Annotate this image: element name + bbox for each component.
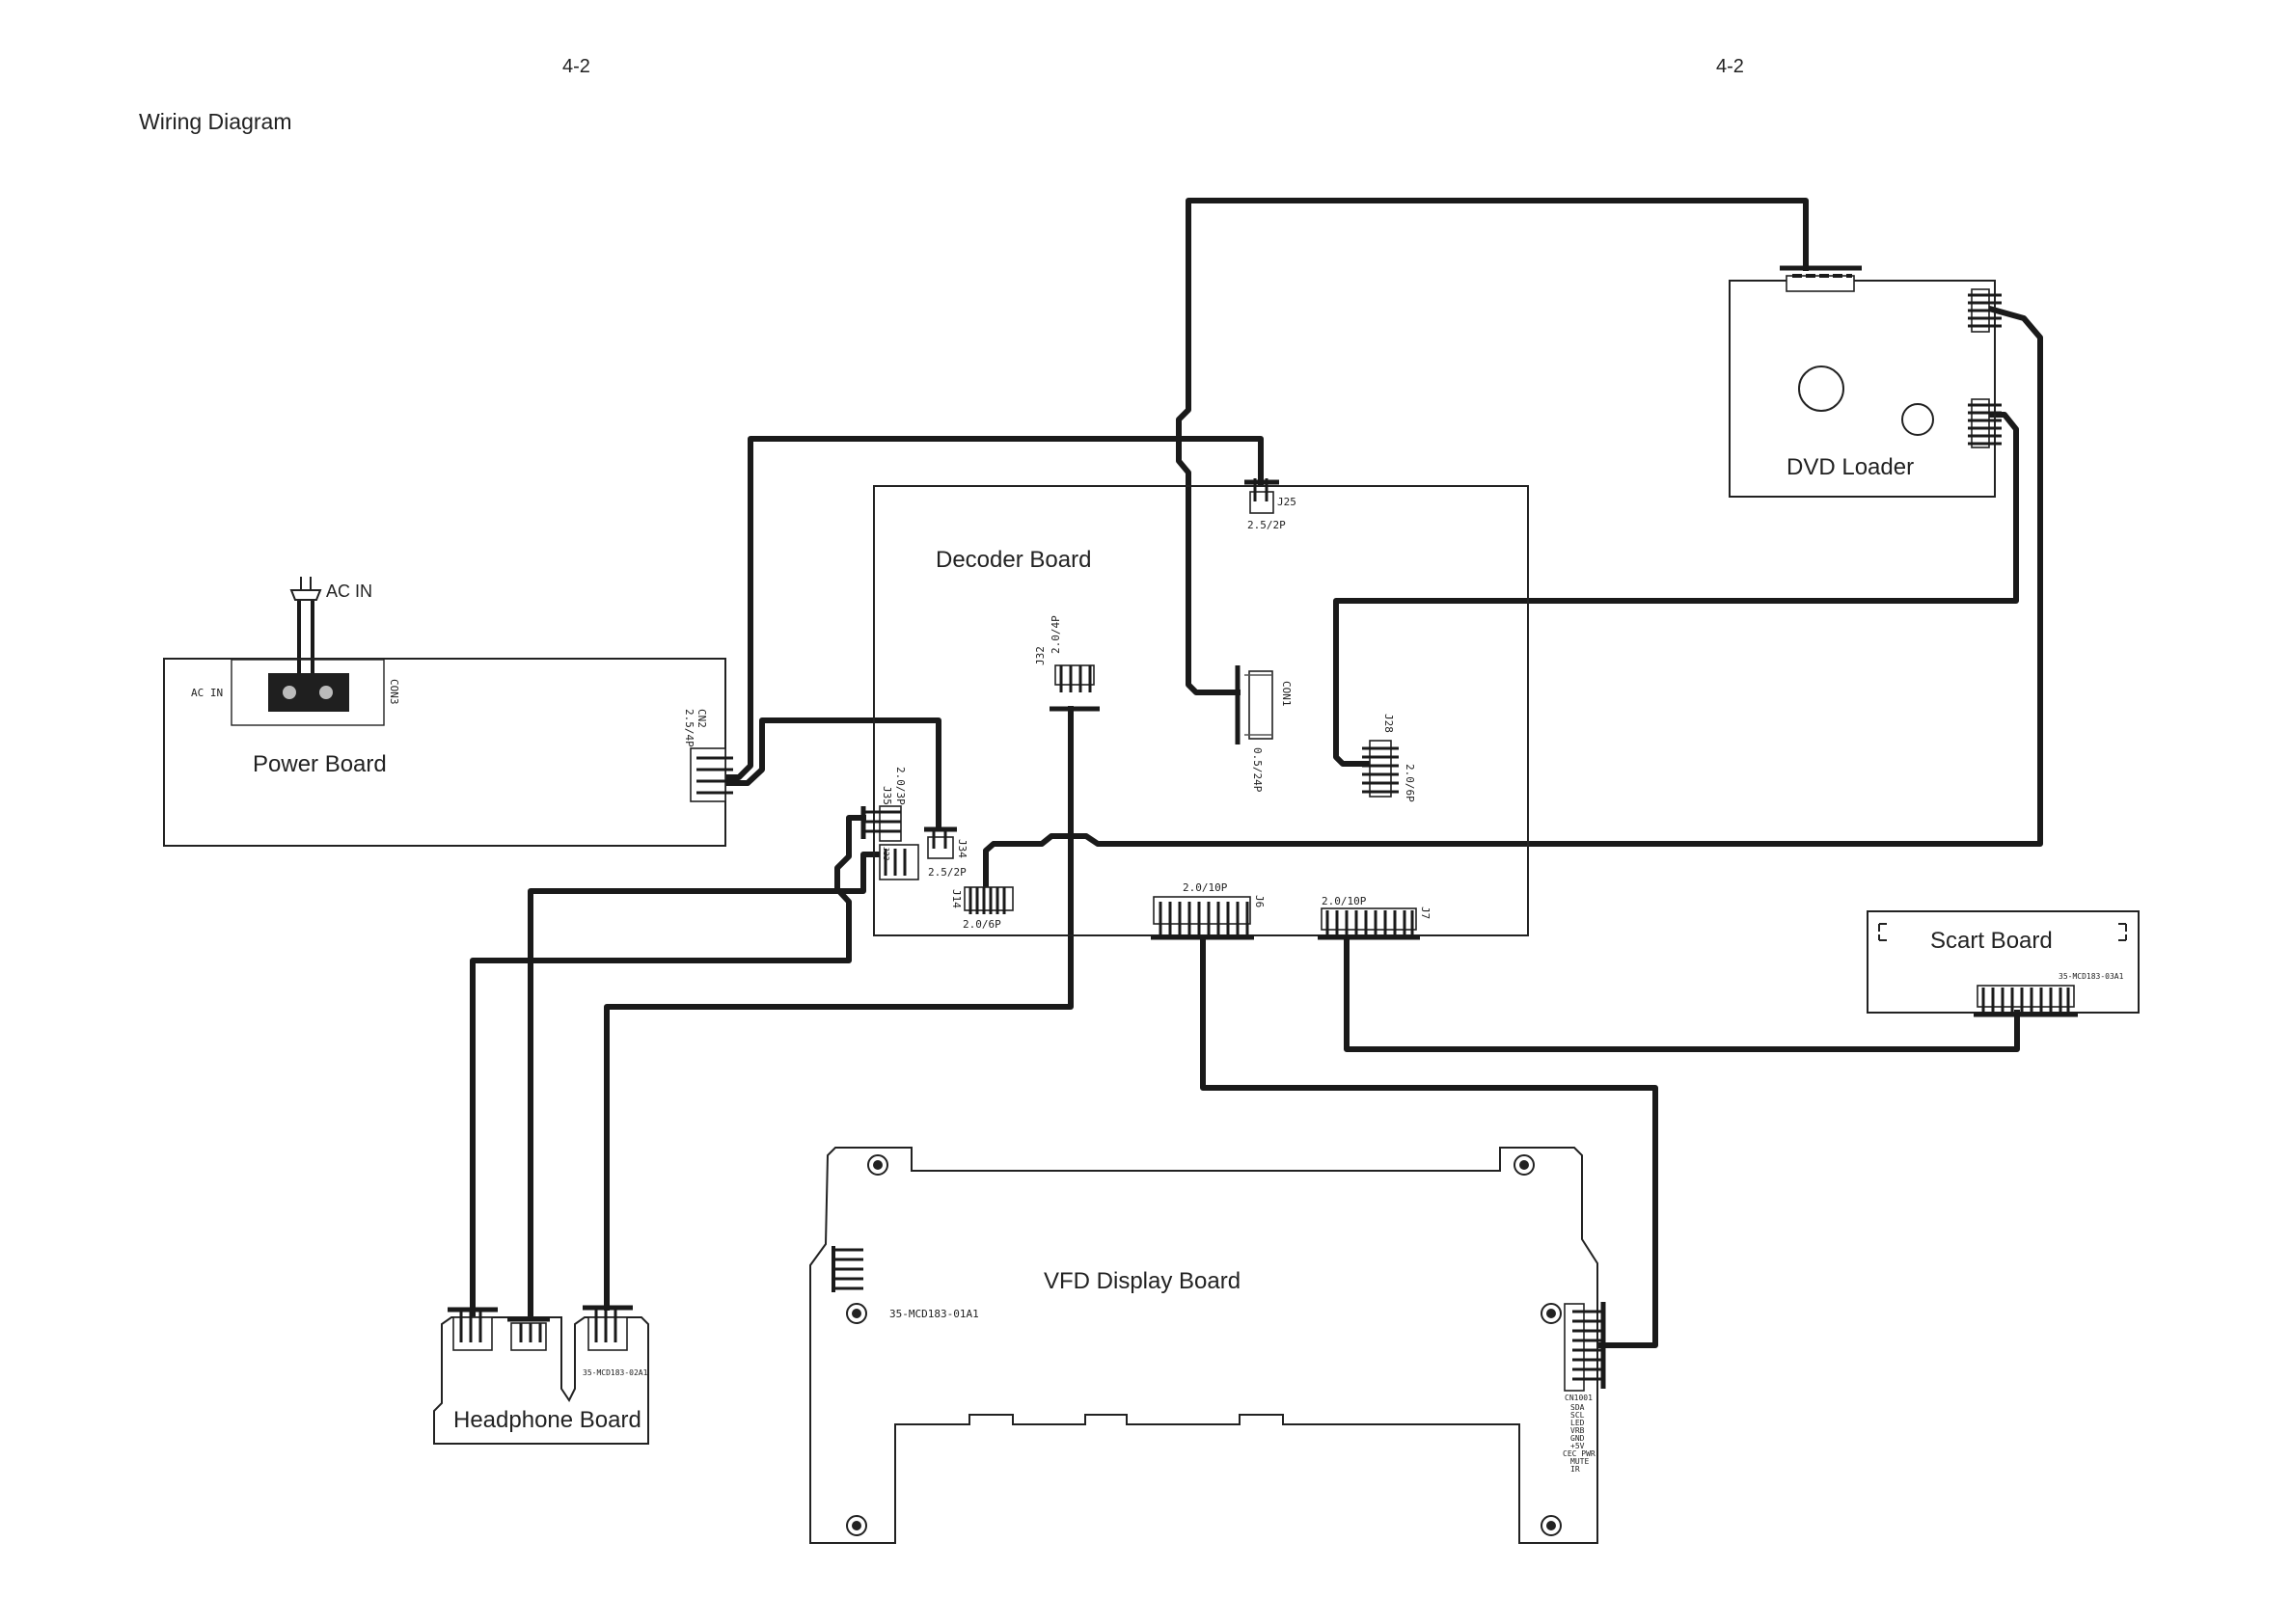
scart-board: Scart Board 35-MCD183-03A1	[1867, 910, 2140, 1017]
decoder-board: Decoder Board J25 2.5/2P 2.0/4P J32 CON1…	[860, 478, 1529, 940]
j7-name: J7	[1419, 907, 1432, 919]
wires	[297, 198, 2043, 1348]
j34-spec: 2.5/2P	[928, 866, 967, 879]
mounting-hole-icons	[846, 1154, 1562, 1536]
scart-board-label: Scart Board	[1930, 928, 2053, 954]
lens-icon	[1901, 403, 1934, 436]
ac-socket-icon	[268, 673, 349, 712]
vfd-pin-label: SCL	[1570, 1411, 1585, 1420]
vfd-pin-label: SDA	[1570, 1403, 1585, 1412]
vfd-board-label: VFD Display Board	[1044, 1268, 1241, 1294]
spindle-icon	[1798, 365, 1844, 412]
wire-j28-dvd-loader-side	[1333, 412, 2019, 767]
vfd-pin-label: CEC PWR	[1563, 1449, 1596, 1458]
con1-name: CON1	[1280, 681, 1293, 707]
wire-j14-dvd-loader-upper	[983, 303, 2043, 890]
j7-spec: 2.0/10P	[1322, 895, 1367, 907]
wire-cn2-j34	[723, 717, 941, 830]
dvd-loader-top-connector	[1786, 275, 1855, 292]
j25-name: J25	[1277, 496, 1296, 508]
vfd-pin-label: +5V	[1570, 1442, 1585, 1450]
headphone-board: Headphone Board 35-MCD183-02A1	[433, 1305, 649, 1445]
j25-spec: 2.5/2P	[1247, 519, 1286, 531]
wire-j33-headphone-2	[528, 852, 883, 1321]
vfd-pin-label: MUTE	[1570, 1457, 1589, 1466]
j35-spec: 2.0/3P	[894, 767, 907, 805]
headphone-pcb-code: 35-MCD183-02A1	[583, 1368, 648, 1377]
power-cn3-label: CON3	[388, 679, 400, 705]
ac-in-plug: AC IN	[289, 577, 372, 601]
cn2-name: CN2	[695, 709, 708, 728]
scart-pcb-code: 35-MCD183-03A1	[2059, 972, 2124, 981]
wire-cn2-j25	[723, 436, 1264, 780]
j28-spec: 2.0/6P	[1404, 764, 1416, 802]
vfd-cn-label: CN1001	[1565, 1394, 1593, 1402]
vfd-pin-label: GND	[1570, 1434, 1585, 1443]
page-number-left: 4-2	[562, 56, 590, 77]
vfd-pcb-code: 35-MCD183-01A1	[889, 1308, 979, 1320]
vfd-left-pins	[832, 1246, 863, 1292]
vfd-pin-label: IR	[1570, 1465, 1580, 1474]
plug-icon	[289, 589, 322, 601]
page-title: Wiring Diagram	[139, 109, 292, 134]
j6-connector	[1153, 896, 1251, 925]
vfd-display-board: VFD Display Board 35-MCD183-01A1	[809, 1147, 1606, 1544]
ac-in-label: AC IN	[326, 582, 372, 601]
vfd-pin-label: VRB	[1570, 1426, 1585, 1435]
dvd-loader: DVD Loader	[1729, 265, 2002, 498]
wire-j6-vfd	[1200, 934, 1658, 1348]
j34-name: J34	[956, 839, 968, 858]
power-ac-in-label: AC IN	[191, 687, 223, 699]
headphone-connector-1	[452, 1316, 493, 1351]
con1-spec: 0.5/24P	[1251, 747, 1264, 793]
j32-connector	[1054, 664, 1095, 686]
j32-name: J32	[1034, 646, 1047, 665]
j14-name: J14	[950, 889, 963, 908]
power-board: AC IN CON3 Power Board CN2 2.5/4P	[163, 658, 733, 847]
wire-j32-headphone-3	[604, 706, 1074, 1311]
j35-name: J35	[881, 786, 893, 805]
j32-spec: 2.0/4P	[1050, 615, 1062, 654]
wire-con1-dvd-loader	[1176, 198, 1809, 695]
cn2-spec: 2.5/4P	[683, 709, 695, 747]
j6-spec: 2.0/10P	[1183, 881, 1228, 894]
wire-j7-scart	[1344, 934, 2020, 1052]
decoder-board-label: Decoder Board	[936, 547, 1091, 573]
j33-name: J33	[882, 847, 890, 861]
headphone-connector-3	[587, 1316, 628, 1351]
power-board-label: Power Board	[253, 751, 387, 777]
wire-ac-in-cord	[297, 600, 314, 675]
j28-name: J28	[1382, 714, 1395, 733]
dvd-loader-label: DVD Loader	[1786, 454, 1914, 480]
j14-spec: 2.0/6P	[963, 918, 1001, 931]
j34-connector	[927, 836, 954, 859]
page-number-right: 4-2	[1716, 56, 1744, 77]
vfd-pin-label: LED	[1570, 1419, 1585, 1427]
j6-name: J6	[1253, 895, 1266, 907]
headphone-board-label: Headphone Board	[453, 1407, 641, 1433]
con1-connector	[1248, 670, 1273, 740]
